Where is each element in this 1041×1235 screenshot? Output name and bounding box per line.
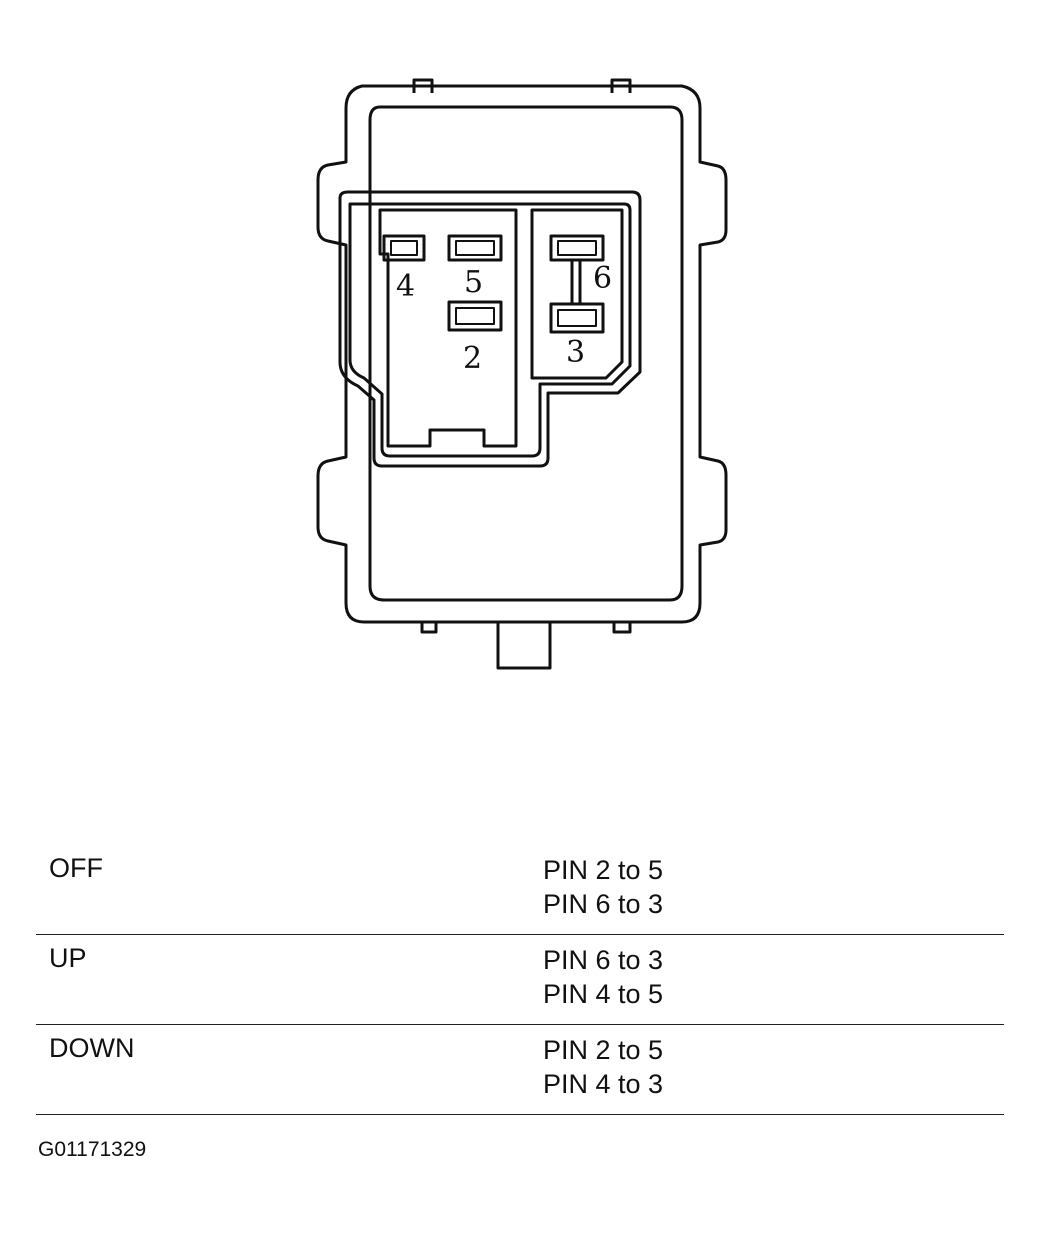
pin-label-3: 3: [566, 335, 585, 370]
switch-position: DOWN: [49, 1033, 135, 1063]
table-row: UP PIN 6 to 3 PIN 4 to 5: [36, 935, 1004, 1025]
bottom-key: [496, 622, 552, 670]
switch-position: OFF: [49, 853, 103, 883]
pin-label-4: 4: [396, 269, 415, 304]
continuity-table: OFF PIN 2 to 5 PIN 6 to 3 UP PIN 6 to 3 …: [36, 845, 1004, 1115]
terminal-3: [549, 302, 605, 334]
pin-pair: PIN 6 to 3: [543, 945, 664, 975]
shorting-bar-6-3: [566, 258, 586, 306]
pin-pair: PIN 4 to 5: [543, 979, 664, 1009]
bottom-tab-right: [612, 622, 632, 634]
pin-label-5: 5: [464, 265, 483, 300]
connector-shell-inner: [348, 202, 632, 458]
pin-continuity: PIN 2 to 5 PIN 4 to 3: [543, 1033, 663, 1101]
pin-label-2: 2: [463, 341, 482, 376]
switch-housing-outer: [316, 84, 728, 624]
pin-label-6: 6: [593, 261, 612, 296]
pin-continuity: PIN 2 to 5 PIN 6 to 3: [543, 853, 663, 921]
pin-pair: PIN 4 to 3: [543, 1069, 664, 1099]
switch-housing-inner: [368, 105, 684, 602]
pin-pair: PIN 2 to 5: [543, 855, 664, 885]
figure-id: G01171329: [38, 1138, 147, 1161]
pin-pair: PIN 2 to 5: [543, 1035, 664, 1065]
switch-connector-diagram: 4 5 2 6 3: [316, 78, 728, 670]
table-row: OFF PIN 2 to 5 PIN 6 to 3: [36, 845, 1004, 935]
terminal-2: [447, 300, 503, 332]
table-row: DOWN PIN 2 to 5 PIN 4 to 3: [36, 1025, 1004, 1115]
pin-continuity: PIN 6 to 3 PIN 4 to 5: [543, 943, 663, 1011]
terminal-6: [549, 234, 605, 262]
switch-position: UP: [49, 943, 87, 973]
terminal-5: [447, 234, 503, 262]
connector-shell-outer: [338, 190, 642, 468]
pin-pair: PIN 6 to 3: [543, 889, 664, 919]
right-pin-compartment: [530, 208, 624, 380]
bottom-tab-left: [420, 622, 438, 634]
terminal-4: [382, 234, 426, 262]
